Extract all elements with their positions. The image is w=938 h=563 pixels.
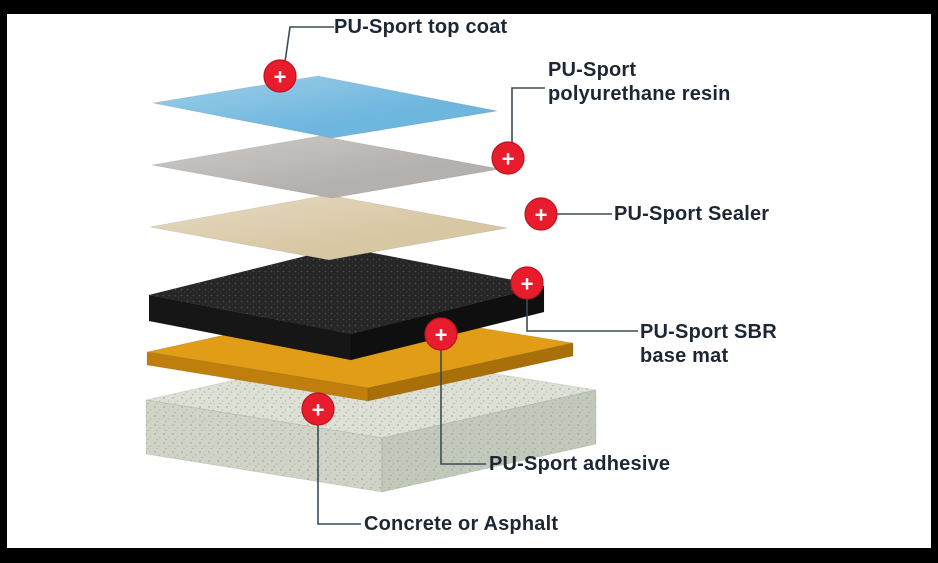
marker-adhesive: + xyxy=(424,317,458,351)
label-adhesive: PU-Sport adhesive xyxy=(489,453,671,475)
marker-sbr: + xyxy=(510,266,544,300)
resin-sheen xyxy=(152,136,500,198)
layer-top-coat xyxy=(152,75,498,139)
marker-resin: + xyxy=(491,141,525,175)
connector-substrate xyxy=(317,424,361,525)
plus-icon: + xyxy=(502,147,515,172)
marker-circle xyxy=(510,266,544,300)
sealer-sheen xyxy=(150,195,507,260)
plus-icon: + xyxy=(521,272,534,297)
plus-icon: + xyxy=(312,398,325,423)
plus-icon: + xyxy=(435,323,448,348)
marker-substrate: + xyxy=(301,392,335,426)
marker-circle xyxy=(301,392,335,426)
marker-circle xyxy=(424,317,458,351)
plus-icon: + xyxy=(535,203,548,228)
layer-sealer xyxy=(149,194,508,261)
label-top-coat: PU-Sport top coat xyxy=(334,16,508,38)
letterbox-bottom xyxy=(0,548,938,563)
letterbox-right xyxy=(931,0,938,563)
label-polyurethane-resin: PU-Sport polyurethane resin xyxy=(548,59,731,105)
layer-sbr-base-mat xyxy=(148,246,545,361)
letterbox-left xyxy=(0,0,7,563)
marker-top-coat: + xyxy=(263,59,297,93)
plus-icon: + xyxy=(274,65,287,90)
label-sealer: PU-Sport Sealer xyxy=(614,203,770,225)
label-sbr-base-mat: PU-Sport SBR base mat xyxy=(640,321,777,367)
connector-resin xyxy=(511,87,545,143)
marker-circle xyxy=(263,59,297,93)
label-substrate: Concrete or Asphalt xyxy=(364,513,559,535)
connector-sbr xyxy=(526,298,638,332)
marker-circle xyxy=(524,197,558,231)
marker-sealer: + xyxy=(524,197,558,231)
connector-adhesive xyxy=(440,349,486,465)
adhesive-side-face xyxy=(367,342,574,402)
letterbox-top xyxy=(0,0,938,14)
marker-circle xyxy=(491,141,525,175)
connector-top-coat xyxy=(284,26,334,63)
sbr-speckle-texture xyxy=(149,247,544,334)
layer-polyurethane-resin xyxy=(151,135,501,199)
top-coat-sheen xyxy=(153,76,497,138)
